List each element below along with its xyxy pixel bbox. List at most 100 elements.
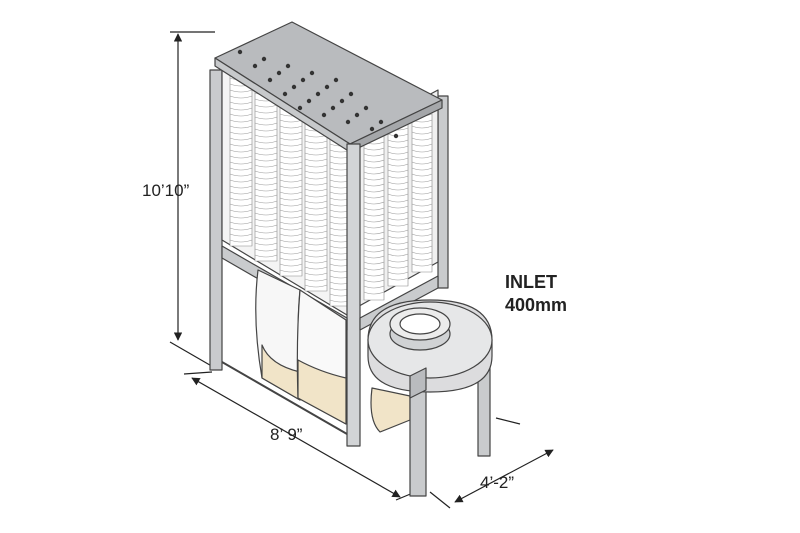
filter-pleat	[229, 173, 253, 177]
filter-pleat	[304, 206, 328, 210]
filter-pleat	[304, 164, 328, 168]
mounting-hole	[339, 98, 345, 104]
mounting-hole	[324, 84, 330, 90]
filter-pleat	[387, 175, 409, 179]
filter-pleat	[279, 125, 303, 129]
collector-unit	[209, 21, 493, 497]
filter-pleat	[304, 236, 328, 240]
filter-pleat	[411, 203, 433, 207]
filter-pleat	[411, 215, 433, 219]
filter-pleat	[279, 179, 303, 183]
filter-pleat	[229, 131, 253, 135]
mounting-hole	[291, 84, 297, 90]
filter-pleat	[363, 201, 385, 205]
filter-pleat	[363, 165, 385, 169]
filter-pleat	[411, 251, 433, 255]
filter-pleat	[229, 155, 253, 159]
filter-cartridges-side	[363, 103, 433, 301]
filter-pleat	[279, 227, 303, 231]
filter-pleat	[411, 191, 433, 195]
filter-pleat	[254, 134, 278, 138]
filter-pleat	[304, 278, 328, 282]
filter-pleat	[387, 241, 409, 245]
filter-pleat	[304, 230, 328, 234]
filter-pleat	[411, 245, 433, 249]
filter-pleat	[387, 223, 409, 227]
filter-pleat	[279, 149, 303, 153]
filter-pleat	[279, 197, 303, 201]
filter-pleat	[363, 225, 385, 229]
filter-pleat	[254, 116, 278, 120]
length-label: 8’ 9”	[270, 425, 303, 444]
filter-pleat	[279, 233, 303, 237]
filter-pleat	[229, 113, 253, 117]
mounting-hole	[363, 105, 369, 111]
filter-pleat	[254, 242, 278, 246]
mounting-hole	[348, 91, 354, 97]
mounting-hole	[393, 133, 399, 139]
filter-pleat	[229, 149, 253, 153]
filter-pleat	[363, 147, 385, 151]
mounting-hole	[285, 63, 291, 69]
mounting-hole	[306, 98, 312, 104]
filter-pleat	[279, 161, 303, 165]
filter-pleat	[279, 221, 303, 225]
filter-pleat	[254, 218, 278, 222]
filter-pleat	[387, 169, 409, 173]
filter-pleat	[254, 230, 278, 234]
filter-pleat	[279, 209, 303, 213]
filter-pleat	[304, 146, 328, 150]
filter-pleat	[411, 143, 433, 147]
filter-pleat	[254, 110, 278, 114]
mounting-hole	[252, 63, 258, 69]
filter-pleat	[304, 218, 328, 222]
filter-pleat	[279, 137, 303, 141]
filter-pleat	[411, 185, 433, 189]
filter-pleat	[304, 188, 328, 192]
filter-pleat	[363, 207, 385, 211]
filter-pleat	[304, 170, 328, 174]
filter-pleat	[279, 191, 303, 195]
mounting-hole	[276, 70, 282, 76]
filter-pleat	[229, 101, 253, 105]
filter-cartridge	[229, 61, 253, 247]
filter-pleat	[254, 254, 278, 258]
filter-pleat	[304, 176, 328, 180]
filter-pleat	[229, 203, 253, 207]
mounting-hole	[315, 91, 321, 97]
filter-pleat	[254, 224, 278, 228]
filter-pleat	[279, 239, 303, 243]
top-plate-holes	[237, 49, 399, 139]
filter-pleat	[229, 233, 253, 237]
mounting-hole	[321, 112, 327, 118]
filter-pleat	[363, 231, 385, 235]
filter-pleat	[387, 265, 409, 269]
back-left-leg	[209, 69, 223, 371]
filter-pleat	[363, 219, 385, 223]
fan-bracket	[409, 367, 427, 399]
filter-pleat	[279, 251, 303, 255]
filter-pleat	[411, 173, 433, 177]
filter-pleat	[279, 131, 303, 135]
filter-pleat	[363, 243, 385, 247]
filter-pleat	[387, 253, 409, 257]
filter-pleat	[387, 181, 409, 185]
filter-pleat	[304, 224, 328, 228]
filter-pleat	[229, 191, 253, 195]
filter-pleat	[304, 242, 328, 246]
mounting-hole	[261, 56, 267, 62]
filter-pleat	[387, 199, 409, 203]
fan-housing	[367, 299, 493, 497]
filter-pleat	[254, 200, 278, 204]
filter-pleat	[229, 143, 253, 147]
filter-pleat	[304, 194, 328, 198]
mounting-hole	[297, 105, 303, 111]
filter-pleat	[229, 215, 253, 219]
filter-pleat	[254, 152, 278, 156]
filter-pleat	[279, 173, 303, 177]
filter-pleat	[279, 269, 303, 273]
height-label: 10’10”	[142, 181, 190, 200]
filter-pleat	[304, 182, 328, 186]
